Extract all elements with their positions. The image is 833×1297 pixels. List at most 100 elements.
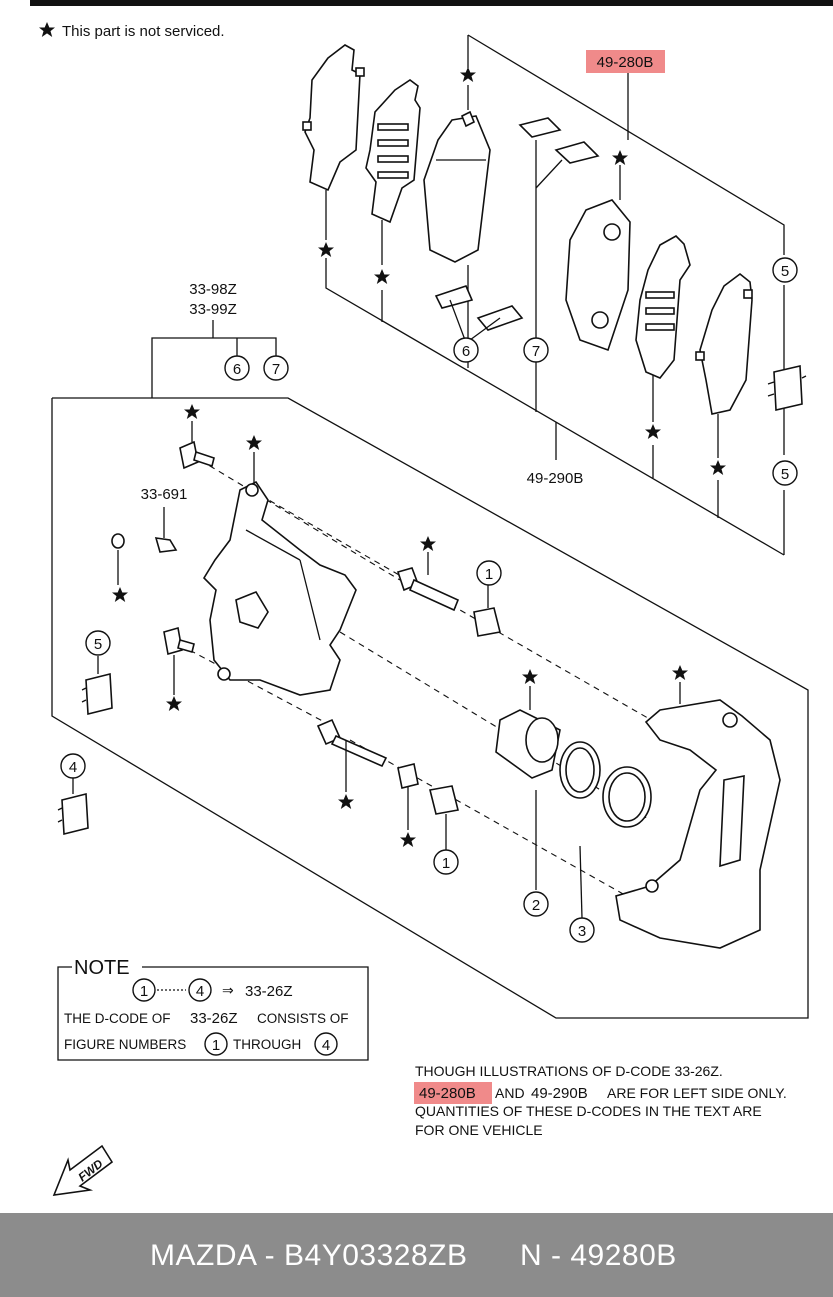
footer-cross-reference: N - 49280B (520, 1239, 677, 1272)
star-icon (710, 460, 726, 475)
shim-outer-right (695, 272, 753, 415)
figure-circle-7-caliper: 7 (263, 355, 289, 381)
figure-circle-6-caliper: 6 (224, 355, 250, 381)
top-border (30, 0, 833, 6)
svg-text:2: 2 (532, 897, 540, 914)
star-icon (522, 669, 538, 684)
pad-callout-lines (325, 72, 719, 518)
svg-text:7: 7 (532, 343, 540, 360)
caliper-frame (51, 397, 809, 1019)
bleeder-screw (154, 537, 178, 553)
highlight-49-280B (586, 50, 665, 73)
figure-circle-5-bottom: 5 (772, 460, 798, 486)
star-icon (672, 665, 688, 680)
bleeder-cap (111, 533, 125, 549)
guide-bolt-upper (179, 440, 215, 470)
disclaimer-line3: QUANTITIES OF THESE D-CODES IN THE TEXT … (415, 1103, 762, 1119)
note-box: NOTE 1 4 ⇒ 33-26Z THE D-CODE OF 33-26Z C… (57, 957, 369, 1061)
star-note-text: This part is not serviced. (62, 23, 225, 40)
highlight-49-280B-text (414, 1082, 492, 1104)
code-33-98Z[interactable]: 33-98Z (189, 281, 237, 298)
note-title: NOTE (74, 957, 130, 979)
svg-text:6: 6 (462, 343, 470, 360)
disclaimer-line2-rest: ARE FOR LEFT SIDE ONLY. (607, 1085, 787, 1101)
pad-set-frame (325, 34, 785, 556)
svg-text:4: 4 (322, 1037, 330, 1054)
note-line1-code: 33-26Z (190, 1010, 238, 1027)
svg-text:1: 1 (485, 566, 493, 583)
star-icon (338, 794, 354, 809)
note-line2-pre: FIGURE NUMBERS (64, 1037, 186, 1052)
note-arrow: ⇒ (222, 982, 234, 998)
note-line2-mid: THROUGH (233, 1037, 301, 1052)
shim-outer-left (302, 44, 365, 192)
svg-text:5: 5 (781, 466, 789, 483)
star-icon (166, 696, 182, 711)
assembly-dashed-lines (179, 459, 661, 896)
star-icon (420, 536, 436, 551)
figure-circle-1-upper: 1 (476, 560, 502, 586)
code-49-280B[interactable]: 49-280B (597, 54, 654, 71)
caliper-bracket (615, 699, 781, 949)
dust-boot (602, 766, 652, 828)
star-icon (460, 67, 476, 82)
disclaimer: THOUGH ILLUSTRATIONS OF D-CODE 33-26Z. 4… (414, 1063, 787, 1138)
svg-text:5: 5 (94, 636, 102, 653)
piston-seal (559, 741, 601, 799)
brake-pad-left (423, 110, 491, 263)
star-icon (246, 435, 262, 450)
disclaimer-code1[interactable]: 49-280B (419, 1085, 476, 1102)
star-icon (612, 150, 628, 165)
star-icon (112, 587, 128, 602)
note-line1-post: CONSISTS OF (257, 1011, 349, 1026)
chip-4 (57, 792, 89, 836)
svg-text:6: 6 (233, 361, 241, 378)
clip-upper-left (518, 117, 600, 164)
code-33-99Z[interactable]: 33-99Z (189, 301, 237, 318)
fwd-arrow-icon: FWD (52, 1144, 114, 1196)
figure-circle-7-pad: 7 (523, 337, 549, 363)
code-49-290B[interactable]: 49-290B (527, 470, 584, 487)
figure-circle-4: 4 (60, 753, 86, 779)
parts-diagram: This part is not serviced. (39, 22, 809, 1196)
code-33-691[interactable]: 33-691 (141, 486, 188, 503)
svg-text:4: 4 (69, 759, 77, 776)
figure-circle-1-lower: 1 (433, 849, 459, 875)
caliper-body (202, 480, 357, 696)
clip-lower-left (434, 285, 524, 331)
brake-pad-right (565, 199, 631, 352)
shim-inner-right (635, 235, 691, 379)
star-icon (184, 404, 200, 419)
disclaimer-line1: THOUGH ILLUSTRATIONS OF D-CODE 33-26Z. (415, 1063, 723, 1079)
note-range-from: 1 (140, 983, 148, 1000)
note-line1-pre: THE D-CODE OF (64, 1011, 171, 1026)
figure-circle-5-top: 5 (772, 257, 798, 283)
guide-bolt-lower (163, 626, 195, 656)
guide-pin-lower (316, 718, 388, 768)
pin-boot-upper (473, 607, 501, 637)
disclaimer-code2[interactable]: 49-290B (531, 1085, 588, 1102)
star-icon (318, 242, 334, 257)
pin-boot-lower (429, 785, 459, 815)
guide-pin-upper (396, 567, 460, 612)
figure-circle-3: 3 (569, 917, 595, 943)
star-icon (374, 269, 390, 284)
caliper-callout-lines-lower (72, 421, 681, 919)
star-icon (400, 832, 416, 847)
disclaimer-line4: FOR ONE VEHICLE (415, 1122, 543, 1138)
shim-inner-left (365, 79, 421, 224)
svg-text:1: 1 (442, 855, 450, 872)
piston (495, 709, 561, 779)
disclaimer-and: AND (495, 1085, 525, 1101)
svg-text:5: 5 (781, 263, 789, 280)
caliper-callout-lines (151, 320, 277, 398)
footer-bar: MAZDA - B4Y03328ZB N - 49280B (0, 1213, 833, 1297)
star-legend: This part is not serviced. (39, 22, 225, 40)
pin-sleeve (397, 763, 419, 789)
svg-text:3: 3 (578, 923, 586, 940)
figure-circle-5-caliper: 5 (85, 630, 111, 656)
svg-text:1: 1 (212, 1037, 220, 1054)
star-icon (39, 22, 55, 37)
note-range-to: 4 (196, 983, 204, 1000)
note-range-code: 33-26Z (245, 983, 293, 1000)
